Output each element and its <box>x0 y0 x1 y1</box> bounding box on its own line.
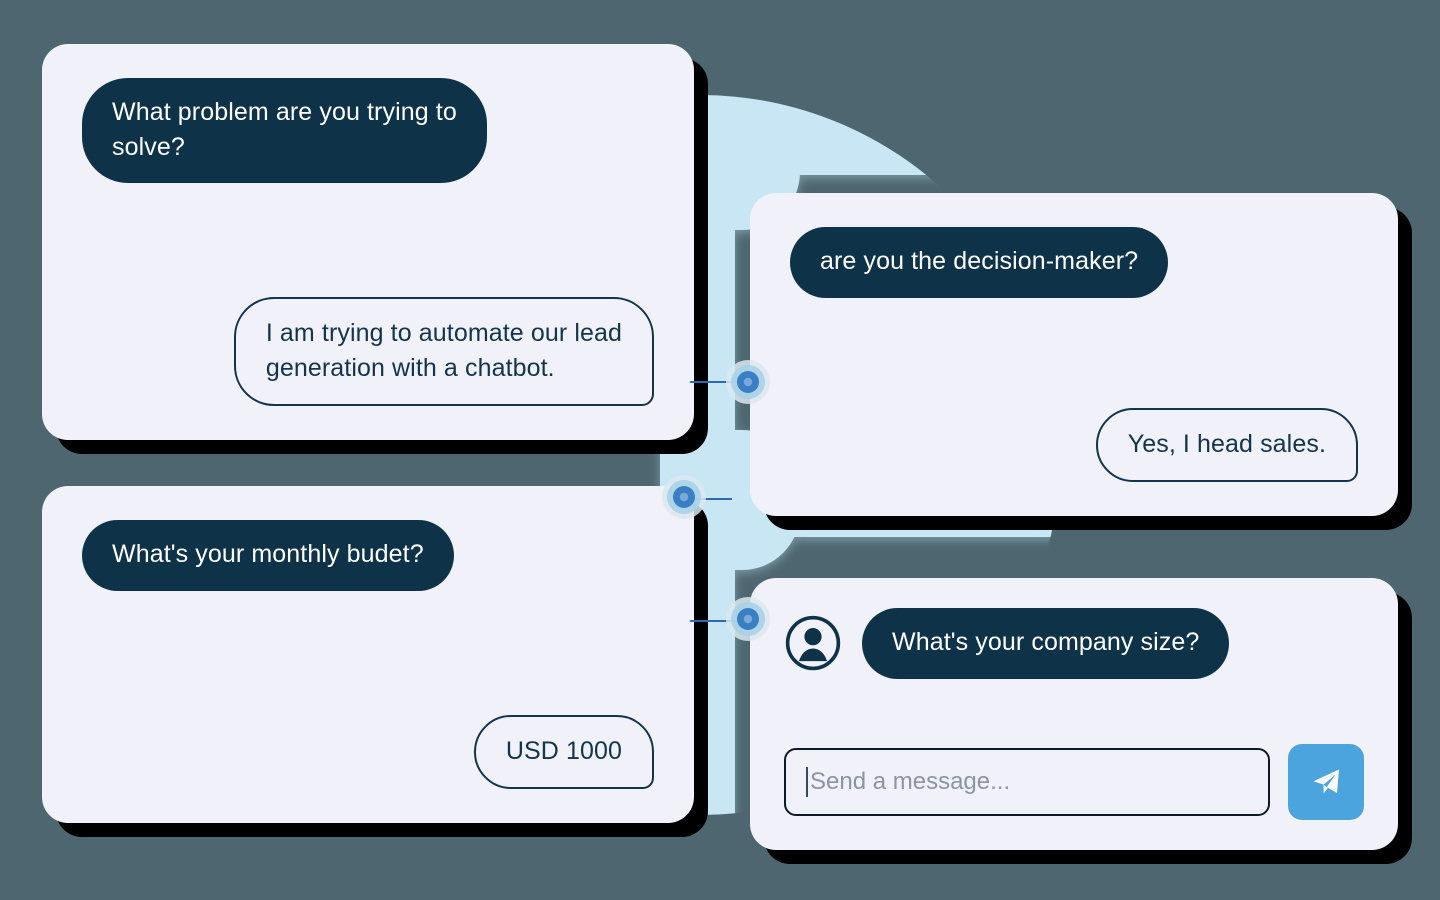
problem-card: What problem are you trying to solve? I … <box>42 44 694 440</box>
text-caret <box>806 767 808 797</box>
message-row: What's your monthly budet? <box>82 520 654 591</box>
connector-line-2 <box>682 498 732 500</box>
message-composer: Send a message... <box>784 744 1364 820</box>
bot-message-row: What's your company size? <box>784 608 1364 679</box>
bot-message-bubble: What's your company size? <box>862 608 1230 679</box>
input-placeholder: Send a message... <box>810 768 1011 795</box>
message-spacer <box>82 591 654 715</box>
message-spacer <box>790 298 1358 408</box>
bot-message-bubble: What problem are you trying to solve? <box>82 78 487 183</box>
message-spacer <box>82 183 654 297</box>
message-row: Yes, I head sales. <box>790 407 1358 482</box>
bot-message-bubble: are you the decision-maker? <box>790 227 1169 298</box>
message-row: I am trying to automate our lead generat… <box>82 297 654 406</box>
connector-line-1 <box>690 381 736 383</box>
send-button[interactable] <box>1288 744 1364 820</box>
user-message-bubble: USD 1000 <box>473 714 654 789</box>
connector-line-3 <box>690 620 736 622</box>
message-row: What problem are you trying to solve? <box>82 78 654 183</box>
message-row: are you the decision-maker? <box>790 227 1358 298</box>
decision-maker-card: are you the decision-maker? Yes, I head … <box>750 193 1398 516</box>
message-row: USD 1000 <box>82 714 654 789</box>
company-size-card: What's your company size? Send a message… <box>750 578 1398 850</box>
paper-plane-send-icon <box>1313 769 1339 794</box>
user-message-bubble: I am trying to automate our lead generat… <box>233 297 654 406</box>
user-avatar-icon <box>785 616 841 671</box>
bot-message-bubble: What's your monthly budet? <box>82 520 454 591</box>
budget-card: What's your monthly budet? USD 1000 <box>42 486 694 823</box>
message-spacer <box>784 679 1364 745</box>
send-message-input[interactable]: Send a message... <box>784 748 1270 816</box>
user-message-bubble: Yes, I head sales. <box>1095 407 1358 482</box>
